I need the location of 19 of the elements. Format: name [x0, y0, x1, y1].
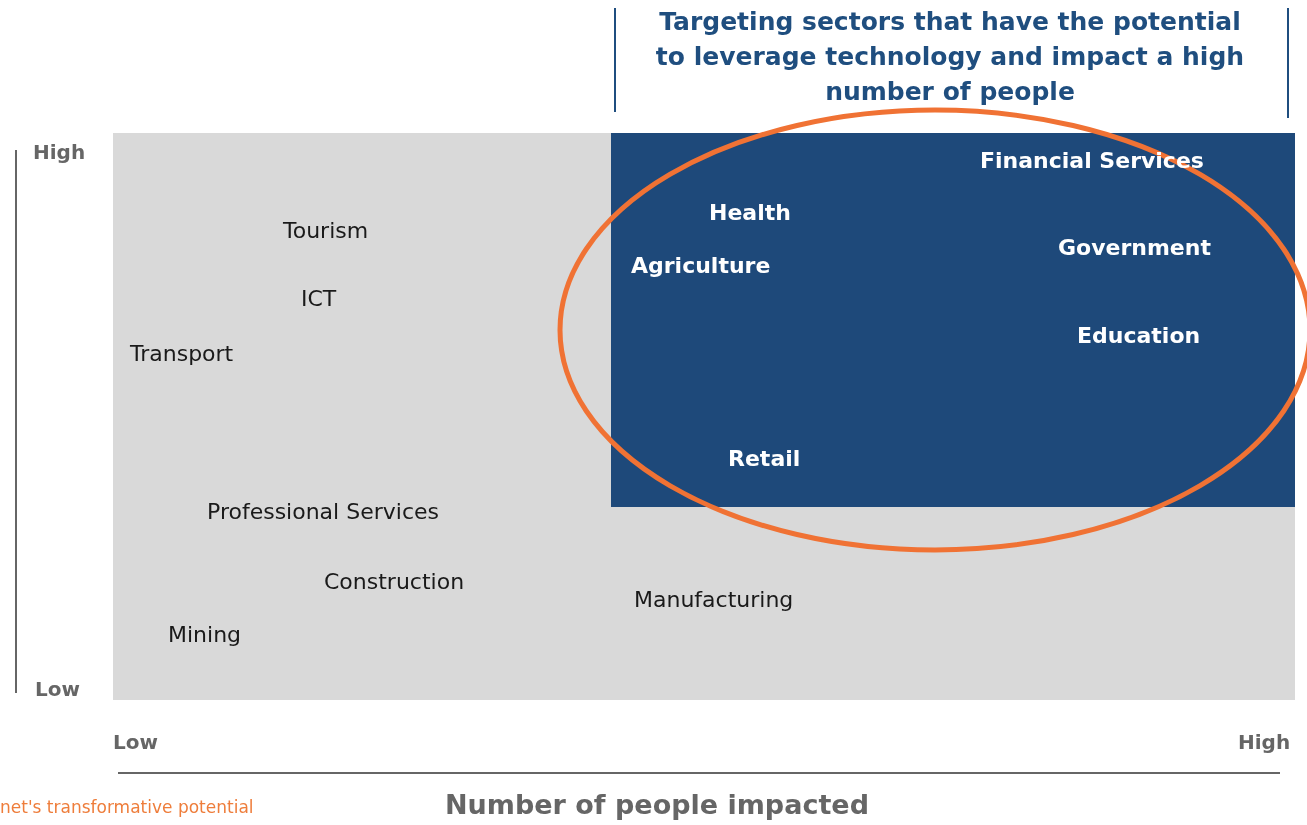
sector-label: Tourism [283, 218, 369, 244]
sector-label: Agriculture [631, 253, 771, 279]
sector-label: ICT [301, 286, 337, 312]
axis-label: Low [113, 730, 158, 754]
sector-label: Retail [728, 446, 801, 472]
sector-label: Government [1058, 235, 1211, 261]
footnote: net's transformative potential [0, 797, 254, 817]
sector-label: Professional Services [207, 499, 439, 525]
axis-label: High [1238, 730, 1291, 754]
sector-label: Health [709, 200, 791, 226]
sector-label: Education [1077, 323, 1201, 349]
sector-label: Mining [168, 622, 242, 648]
axis-label: High [33, 140, 86, 164]
sector-label: Transport [130, 341, 234, 367]
axis-title: Number of people impacted [445, 789, 869, 820]
heading: Targeting sectors that have the potential to leverage technology and impact a high number of people [654, 6, 1246, 108]
sector-label: Manufacturing [634, 587, 794, 613]
axis-label: Low [35, 677, 80, 701]
sector-label: Construction [324, 569, 465, 595]
